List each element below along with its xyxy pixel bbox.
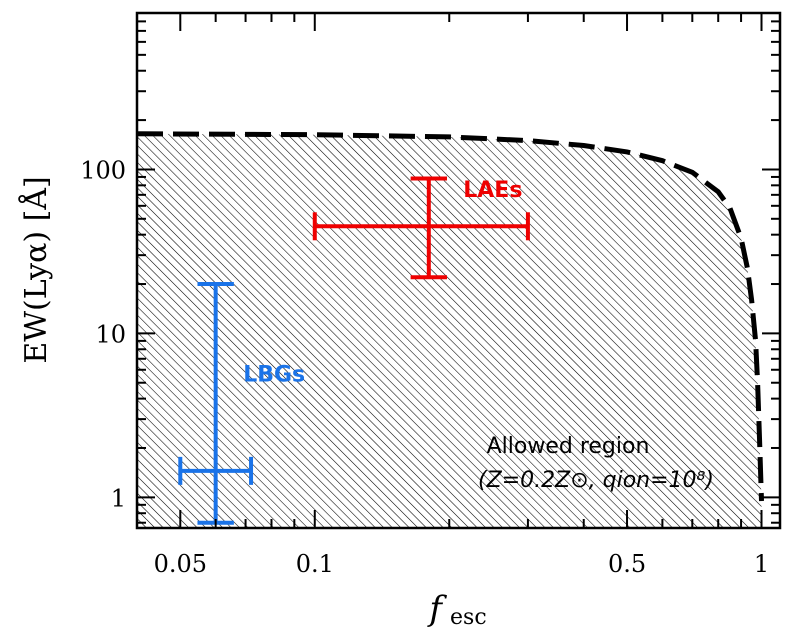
y-tick-label: 100 (80, 156, 126, 184)
x-axis-title-main: f (426, 589, 447, 629)
region-label-line2: (Z=0.2Z⊙, qion=10⁸) (478, 468, 714, 493)
x-axis-title-sub: esc (450, 605, 487, 630)
error-bars (178, 176, 530, 525)
x-axis-title: f esc (426, 589, 486, 630)
y-tick-label: 1 (111, 484, 126, 512)
y-tick-label: 10 (95, 320, 126, 348)
x-tick-labels: 0.05 0.1 0.5 1 (154, 550, 770, 578)
y-axis-title: EW(Lyα) [Å] (18, 176, 54, 363)
x-tick-label: 0.5 (608, 550, 646, 578)
boundary-dashed-line (137, 131, 764, 502)
x-tick-label: 0.05 (154, 550, 207, 578)
allowed-region (137, 133, 762, 528)
error-bar-lbgs (178, 282, 254, 525)
hatched-region (137, 133, 762, 528)
region-label-line1: Allowed region (487, 434, 650, 459)
x-tick-label: 1 (754, 550, 769, 578)
series-label-lbgs: LBGs (243, 363, 305, 388)
plot-frame (135, 11, 782, 530)
axis-ticks (137, 12, 780, 528)
x-tick-label: 0.1 (296, 550, 334, 578)
series-label-laes: LAEs (463, 178, 522, 203)
boundary-curve (137, 131, 764, 502)
error-bar-laes (312, 176, 530, 280)
y-tick-labels: 1 10 100 (80, 156, 126, 512)
